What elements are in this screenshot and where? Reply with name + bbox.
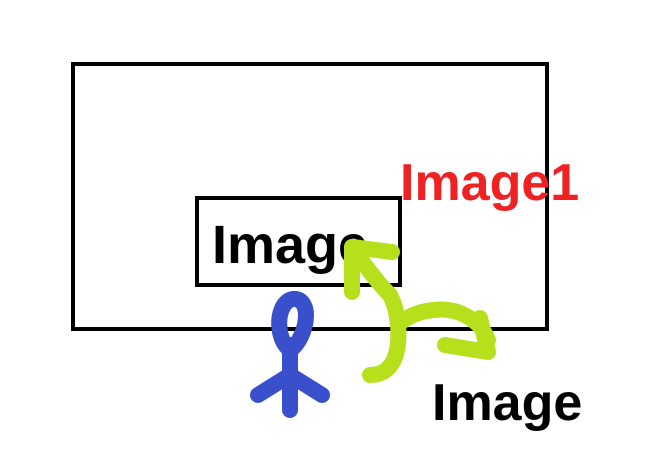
bottom-image-label: Image [432,374,583,432]
outer-image-label: Image1 [400,154,580,212]
arrow-up-head [344,239,400,300]
inner-image-frame [195,196,402,287]
figure-right-leg [282,367,330,403]
stick-figure-icon [250,290,330,418]
arrow-right-head [437,310,496,360]
arrow-stem [362,287,407,383]
inner-image-label: Image [212,215,369,275]
figure-head [271,290,314,358]
